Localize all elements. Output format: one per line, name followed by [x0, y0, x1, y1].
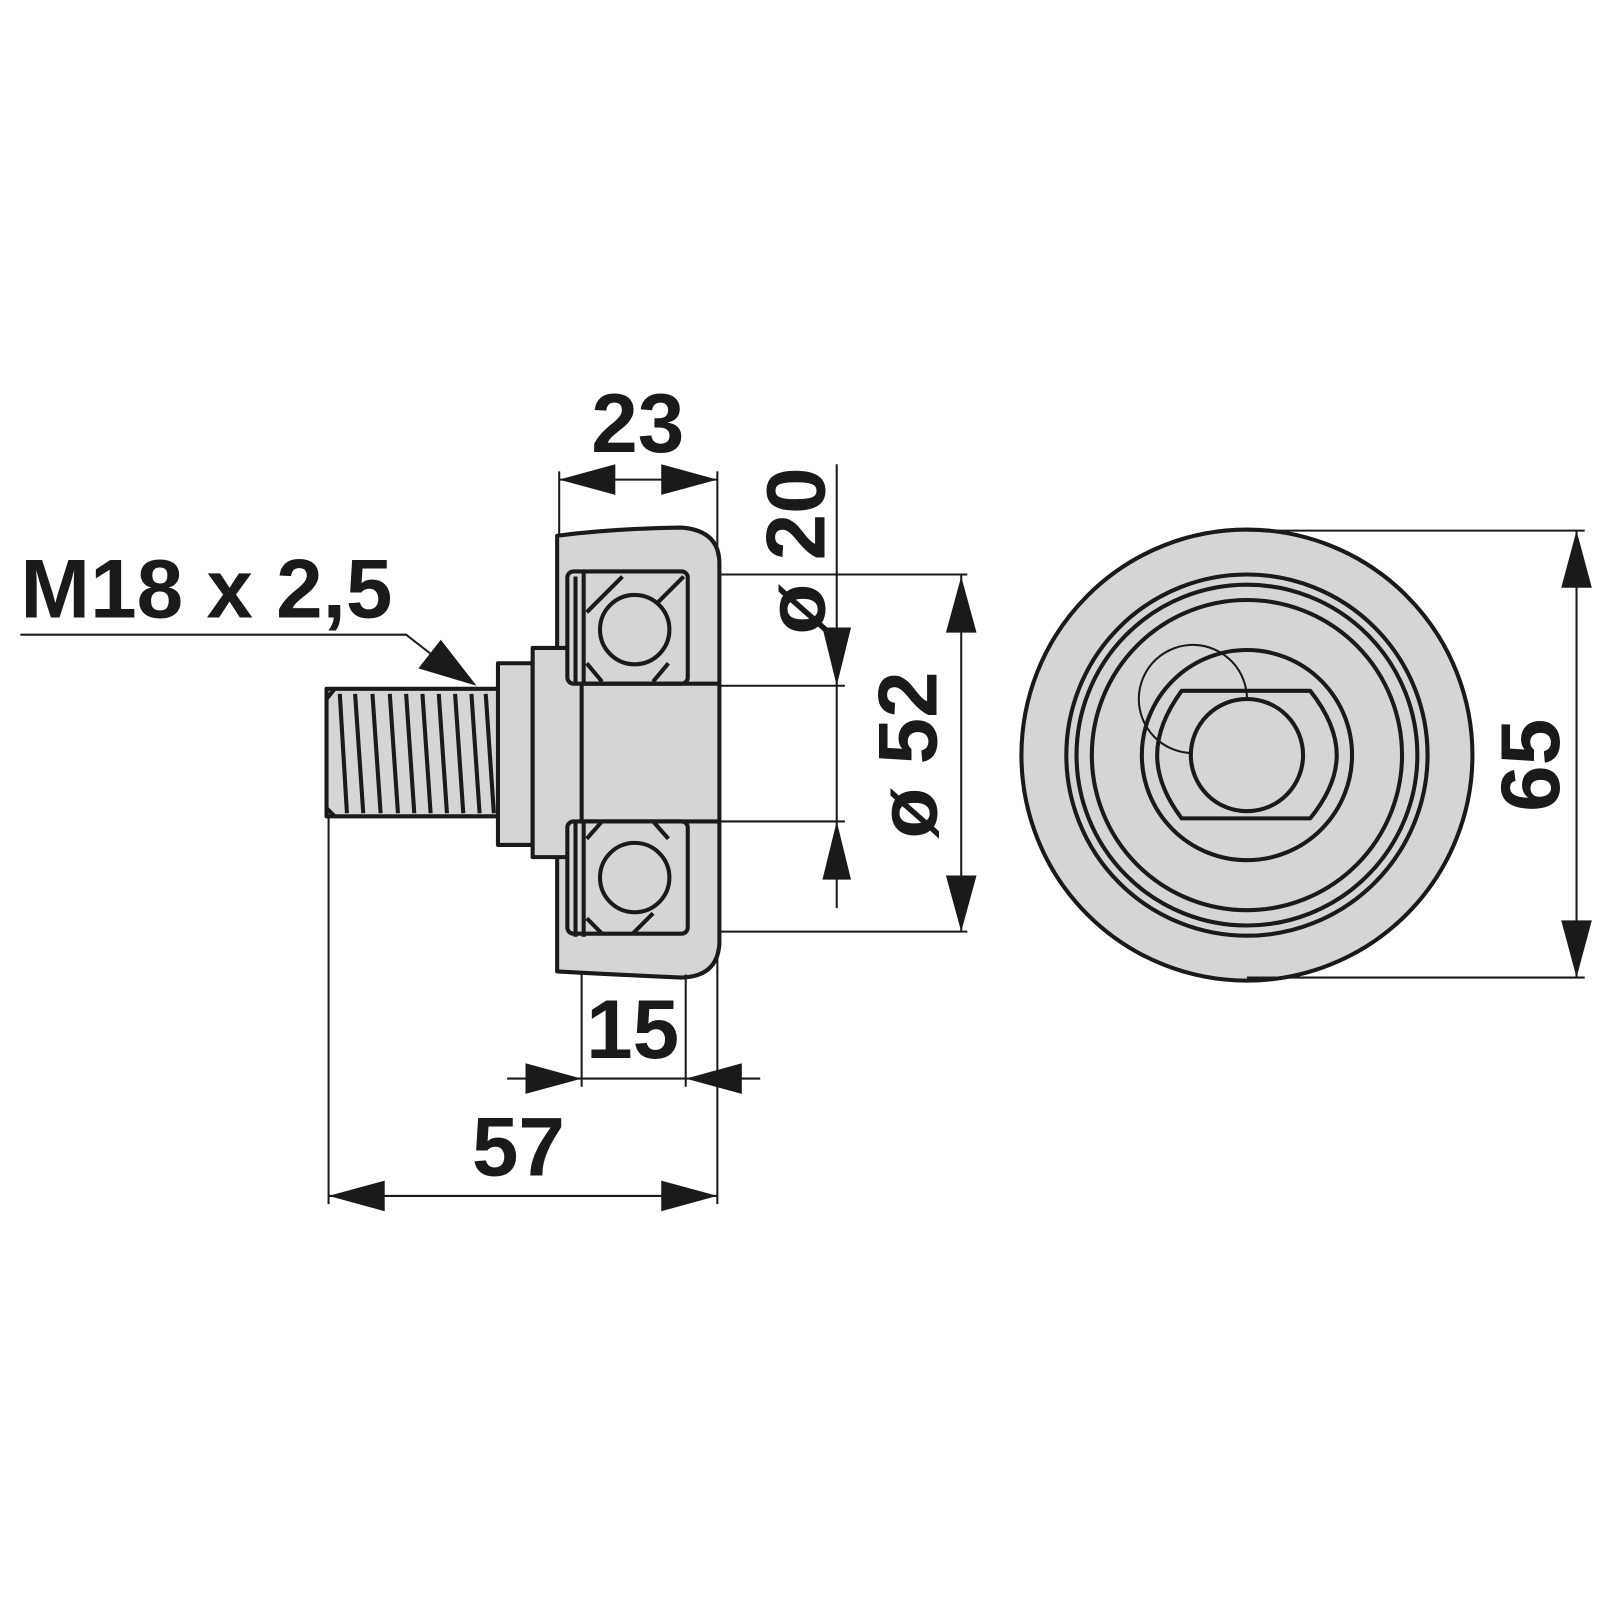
- front-view: [1019, 527, 1475, 983]
- ball-bottom: [597, 840, 672, 915]
- dim-width-total: 23: [558, 376, 719, 557]
- side-view: [324, 525, 722, 980]
- thread-hatching: [337, 693, 496, 814]
- dim-outer-diameter: 65: [1246, 529, 1592, 979]
- dim-overall-length-label: 57: [472, 1100, 565, 1194]
- dim-outer-diameter-label: 65: [1483, 719, 1577, 812]
- dim-bearing-diameter: ø 52: [719, 573, 977, 933]
- thread-callout: M18 x 2,5: [20, 541, 477, 686]
- nut-flange: [495, 661, 535, 847]
- thread-label: M18 x 2,5: [20, 541, 392, 635]
- dim-inner-diameter-label: ø 20: [748, 467, 842, 634]
- dim-bearing-width-label: 15: [586, 982, 679, 1076]
- dim-bearing-width: 15: [507, 974, 761, 1094]
- dim-inner-diameter: ø 20: [719, 464, 852, 909]
- dim-overall-length: 57: [327, 816, 719, 1212]
- leader-arrow: [418, 639, 477, 686]
- dim-bearing-diameter-label: ø 52: [861, 671, 955, 838]
- ball-top: [597, 592, 672, 667]
- dim-width-total-label: 23: [591, 376, 684, 470]
